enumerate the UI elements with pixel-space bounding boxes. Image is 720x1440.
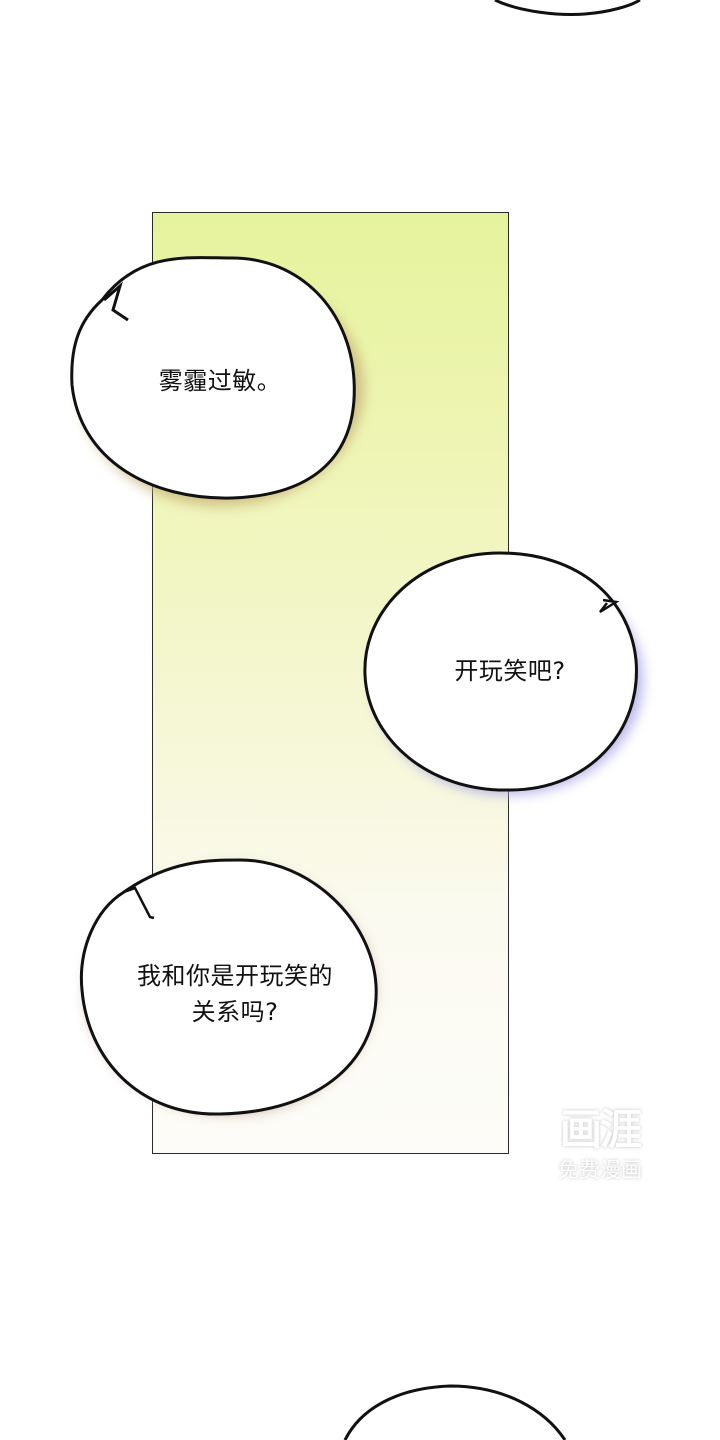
watermark: 画涯 免费漫画	[540, 1104, 660, 1184]
bottom-partial-bubble	[343, 1384, 567, 1440]
bubble-2-text: 开玩笑吧?	[454, 657, 566, 685]
bubble-3-line-2: 关系吗?	[191, 998, 279, 1026]
speech-bubble-2	[363, 551, 643, 795]
watermark-logo: 画涯	[559, 1105, 642, 1154]
bubble-3-line-1: 我和你是开玩笑的	[137, 962, 333, 990]
bubble-3-text: 我和你是开玩笑的 关系吗?	[90, 958, 380, 1030]
bubble-1-text: 雾霾过敏。	[158, 367, 282, 395]
speech-bubble-1	[70, 256, 364, 506]
speech-bubble-3	[79, 858, 378, 1116]
watermark-subtitle: 免费漫画	[558, 1158, 642, 1182]
top-partial-bubble	[494, 0, 641, 16]
